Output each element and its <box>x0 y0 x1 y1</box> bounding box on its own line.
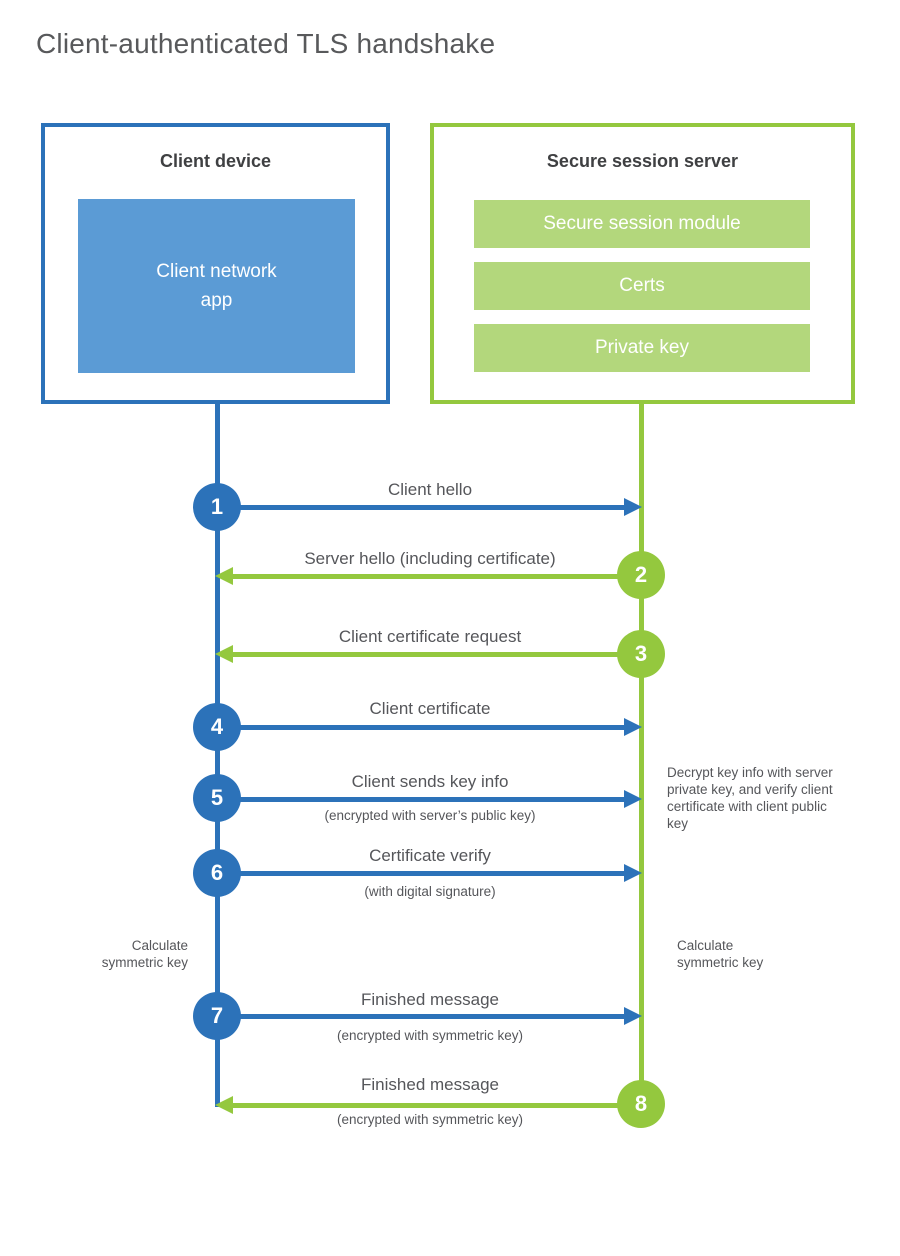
step-8-label: Finished message <box>361 1075 499 1094</box>
step-7-label: Finished message <box>361 990 499 1009</box>
step-7-sublabel: (encrypted with symmetric key) <box>336 1028 524 1043</box>
step-8-arrow-line <box>233 1102 641 1108</box>
step-5-sublabel: (encrypted with server’s public key) <box>324 808 536 823</box>
step-6-sublabel: (with digital signature) <box>364 884 496 899</box>
server-title: Secure session server <box>546 151 739 171</box>
step-3-badge: 3 <box>617 630 665 678</box>
step-3-arrowhead-left-icon <box>215 645 233 663</box>
step-8-sublabel: (encrypted with symmetric key) <box>336 1112 524 1127</box>
step-6-badge: 6 <box>193 849 241 897</box>
step-6-label: Certificate verify <box>369 846 491 865</box>
step-4-label: Client certificate <box>369 699 491 718</box>
step-4-arrow-line <box>240 724 624 730</box>
step-5-arrow-line <box>240 796 624 802</box>
step-2-badge: 2 <box>617 551 665 599</box>
step-8-arrowhead-left-icon <box>215 1096 233 1114</box>
client-network-app-rect: Client network app <box>78 199 355 373</box>
client-lifeline <box>215 404 220 1107</box>
server-module-private-key: Private key <box>474 324 810 372</box>
step-1-badge: 1 <box>193 483 241 531</box>
step-2-label: Server hello (including certificate) <box>304 549 556 568</box>
client-device-title: Client device <box>159 151 272 171</box>
step-5-arrowhead-right-icon <box>624 790 642 808</box>
step-1-label: Client hello <box>387 480 473 499</box>
step-7-badge: 7 <box>193 992 241 1040</box>
step-4-badge: 4 <box>193 703 241 751</box>
decrypt-key-info-note: Decrypt key info with server private key… <box>667 765 833 831</box>
step-4-arrowhead-right-icon <box>624 718 642 736</box>
calculate-symmetric-key-note-left: Calculate symmetric key <box>101 938 188 970</box>
step-3-arrow-line <box>233 651 641 657</box>
page-title: Client-authenticated TLS handshake <box>36 28 496 59</box>
step-7-arrowhead-right-icon <box>624 1007 642 1025</box>
step-5-label: Client sends key info <box>351 772 509 791</box>
step-8-badge: 8 <box>617 1080 665 1128</box>
server-module-secure-session: Secure session module <box>474 200 810 248</box>
server-module-certs: Certs <box>474 262 810 310</box>
step-1-arrow-line <box>240 504 624 510</box>
calculate-symmetric-key-note-right: Calculate symmetric key <box>677 938 764 970</box>
step-1-arrowhead-right-icon <box>624 498 642 516</box>
step-6-arrowhead-right-icon <box>624 864 642 882</box>
step-5-badge: 5 <box>193 774 241 822</box>
step-3-label: Client certificate request <box>338 627 522 646</box>
client-network-app-label: Client network app <box>156 261 277 311</box>
step-2-arrow-line <box>233 573 641 579</box>
step-6-arrow-line <box>240 870 624 876</box>
step-2-arrowhead-left-icon <box>215 567 233 585</box>
server-lifeline <box>639 404 644 1104</box>
step-7-arrow-line <box>240 1013 624 1019</box>
